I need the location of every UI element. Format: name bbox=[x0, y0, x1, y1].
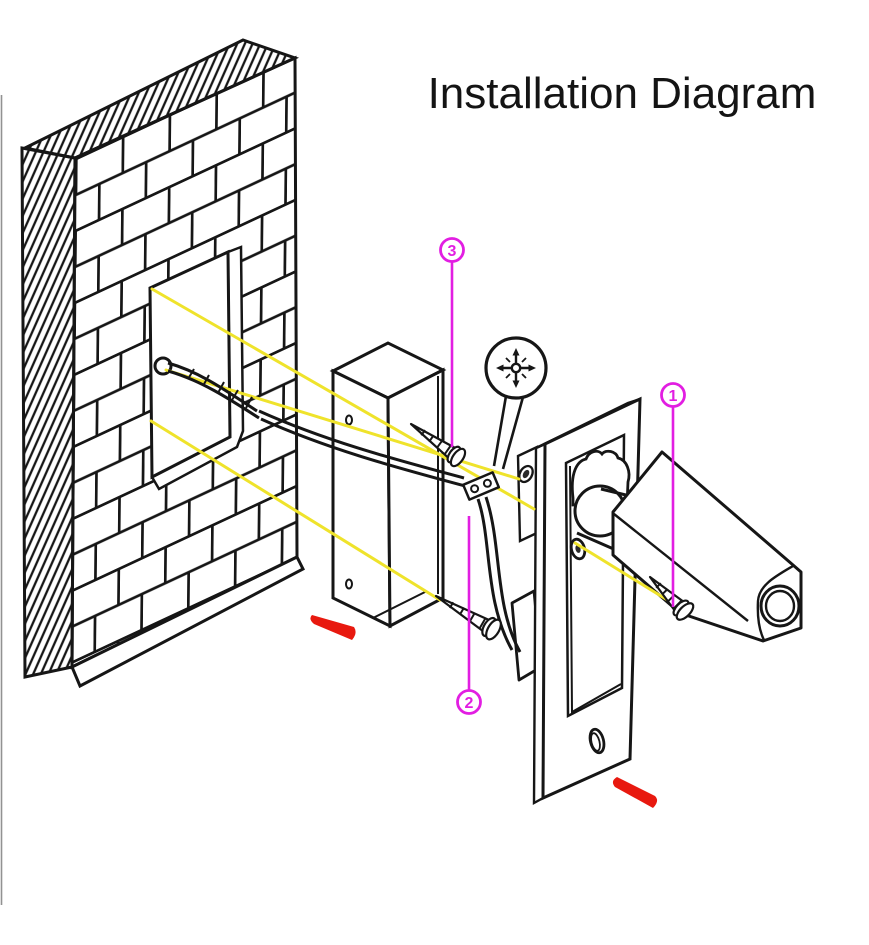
balloon-tail bbox=[492, 395, 525, 470]
box-inner-edges bbox=[372, 376, 439, 619]
page-title: Installation Diagram bbox=[428, 69, 817, 118]
wire-drop-b bbox=[484, 496, 522, 653]
red-mark-plate bbox=[612, 777, 658, 808]
rear-screw-slot bbox=[522, 469, 530, 479]
lamp-head bbox=[611, 450, 803, 643]
box-hole-bottom bbox=[345, 578, 353, 590]
wall-opening bbox=[148, 249, 232, 480]
brick-wall bbox=[20, 38, 305, 689]
lamp-body-edge bbox=[613, 513, 749, 622]
callout-1-bubble bbox=[660, 382, 686, 408]
lamp-lens-inner bbox=[764, 589, 796, 623]
mounting-box bbox=[329, 341, 447, 629]
plate-bottom-hole-inner bbox=[590, 732, 601, 752]
corner-ticks bbox=[505, 357, 527, 379]
connector-screw-b bbox=[470, 484, 480, 494]
screw-threads bbox=[448, 601, 487, 629]
lamp-endcap-edge bbox=[756, 564, 794, 641]
wire-drop-a bbox=[476, 498, 514, 651]
callout-1: 1 bbox=[660, 382, 686, 607]
faceplate bbox=[510, 396, 656, 806]
screw-head-rim bbox=[485, 618, 502, 641]
callout-3-bubble bbox=[439, 237, 465, 263]
guide-line-top bbox=[150, 287, 536, 511]
callout-3: 3 bbox=[439, 237, 465, 447]
box-hole-top bbox=[345, 414, 353, 426]
screw-center bbox=[510, 362, 522, 374]
connector-screw-a bbox=[482, 478, 492, 488]
wire-run-a bbox=[258, 409, 465, 480]
terminal-connector bbox=[461, 471, 501, 501]
screw-bottom bbox=[434, 594, 502, 641]
callout-2-bubble bbox=[456, 689, 482, 715]
callout-1-number: 1 bbox=[669, 388, 678, 405]
wire-harness bbox=[167, 361, 522, 653]
guide-line-bottom bbox=[149, 419, 442, 602]
callout-2-number: 2 bbox=[465, 695, 474, 712]
red-marks bbox=[310, 615, 658, 808]
screw-threads bbox=[420, 429, 452, 456]
callout-3-number: 3 bbox=[448, 243, 457, 260]
wire-twisted-b bbox=[167, 369, 260, 420]
screw-top bbox=[409, 422, 467, 468]
screws bbox=[409, 422, 695, 641]
wire-twist-marks bbox=[187, 368, 253, 409]
wall-side-face bbox=[20, 146, 77, 679]
red-mark-box bbox=[310, 615, 356, 640]
box-opening bbox=[386, 367, 445, 629]
screw-threads bbox=[655, 582, 683, 610]
screw-head-rim bbox=[675, 602, 695, 621]
screw-lamp bbox=[648, 575, 695, 621]
screw-adjust-icon bbox=[496, 348, 536, 388]
wall-bottom-edge bbox=[70, 554, 305, 689]
wire-run-b bbox=[260, 417, 466, 488]
callouts: 3 2 1 bbox=[439, 237, 686, 715]
callout-2: 2 bbox=[456, 516, 482, 715]
screw-head-rim bbox=[449, 447, 467, 468]
cross-arms bbox=[503, 355, 529, 381]
screw-detail-balloon bbox=[484, 336, 548, 470]
